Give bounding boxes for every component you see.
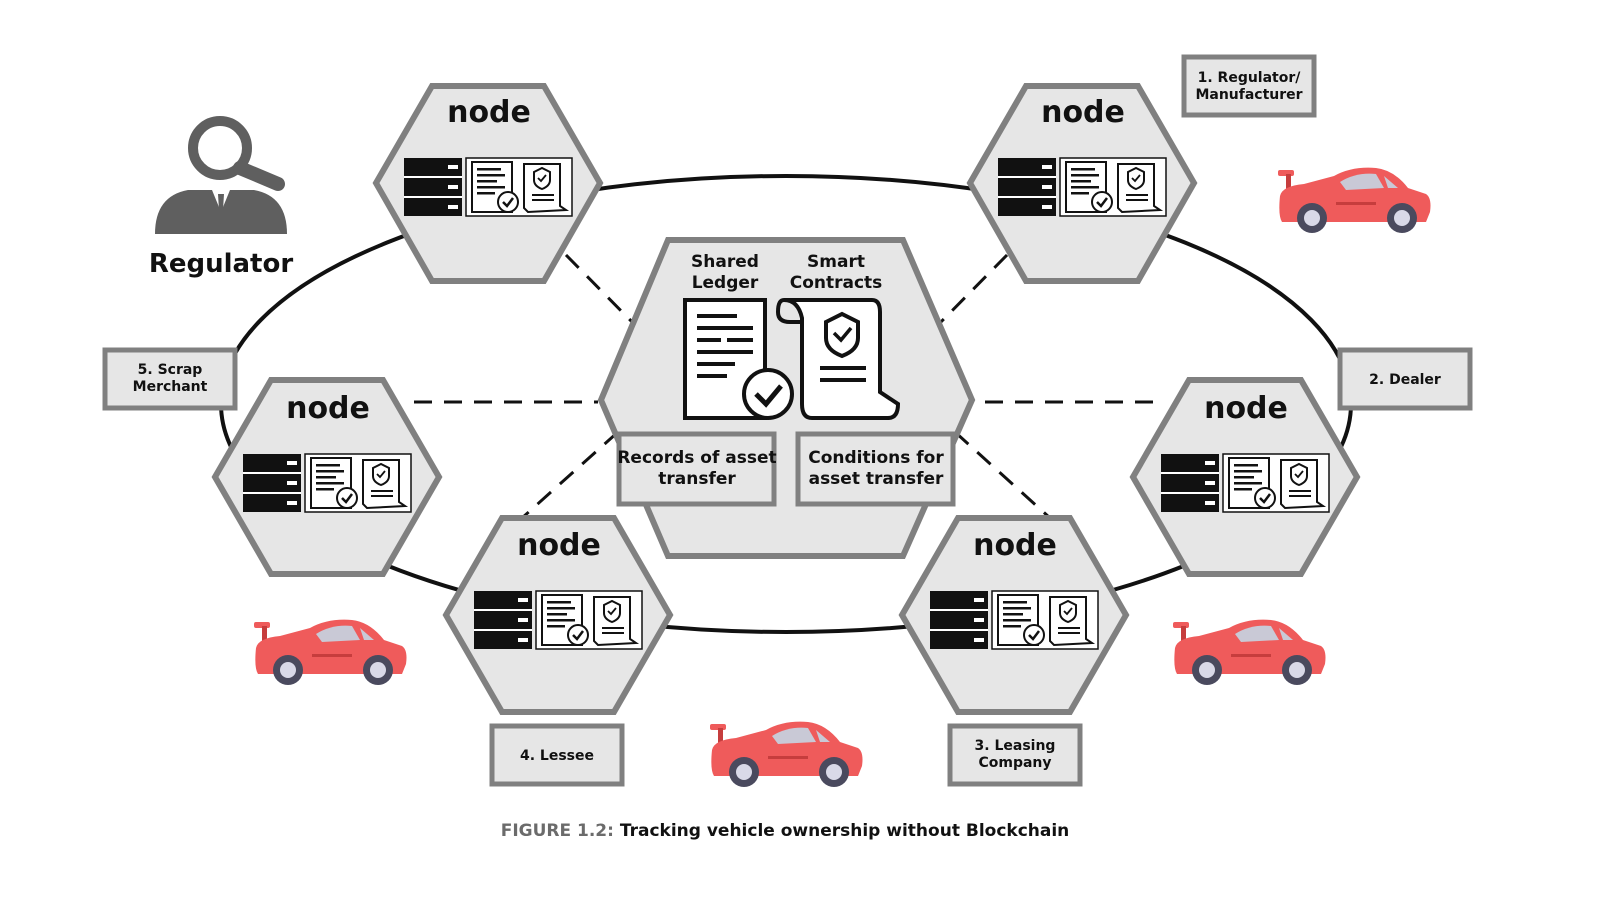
- node-mid-left: node: [211, 377, 443, 577]
- participant-label-scrap-merchant: 5. Scrap Merchant: [102, 347, 238, 411]
- ledger-document-icon: [534, 589, 644, 651]
- ledger-document-icon: [683, 298, 794, 420]
- server-icon: [243, 454, 301, 512]
- node-title: node: [517, 528, 601, 563]
- node-top-left: node: [372, 83, 604, 284]
- ledger-document-icon: [1221, 452, 1331, 514]
- participant-label-regulator-manufacturer: 1. Regulator/ Manufacturer: [1181, 54, 1317, 118]
- conditions-box-line2: asset transfer: [809, 469, 944, 489]
- ledger-document-icon: [1058, 156, 1168, 218]
- caption-prefix: FIGURE 1.2:: [501, 821, 614, 841]
- participant-label-leasing-company: 3. Leasing Company: [947, 723, 1083, 787]
- svg-text:5. Scrap: 5. Scrap: [138, 362, 203, 378]
- dashed-links: [414, 253, 1160, 520]
- ledger-document-icon: [303, 452, 413, 514]
- car-icon: [1173, 619, 1326, 685]
- node-bottom-right: node: [898, 515, 1130, 715]
- server-icon: [404, 158, 462, 216]
- shared-ledger-title-2: Ledger: [692, 273, 759, 293]
- regulator-label: Regulator: [149, 249, 294, 279]
- car-icon: [254, 619, 407, 685]
- participant-label-dealer: 2. Dealer: [1337, 347, 1473, 411]
- svg-text:1. Regulator/: 1. Regulator/: [1198, 70, 1302, 86]
- node-title: node: [1204, 391, 1288, 426]
- smart-contracts-title: Smart: [807, 252, 865, 272]
- node-title: node: [973, 528, 1057, 563]
- svg-text:4. Lessee: 4. Lessee: [520, 748, 594, 764]
- conditions-box: [795, 431, 956, 507]
- node-mid-right: node: [1129, 377, 1361, 577]
- records-box-line2: transfer: [658, 469, 736, 489]
- ledger-document-icon: [464, 156, 574, 218]
- node-title: node: [1041, 95, 1125, 130]
- magnifier-icon: [188, 116, 285, 191]
- server-icon: [998, 158, 1056, 216]
- node-title: node: [286, 391, 370, 426]
- server-icon: [474, 591, 532, 649]
- server-icon: [1161, 454, 1219, 512]
- svg-text:Company: Company: [978, 755, 1051, 771]
- server-icon: [930, 591, 988, 649]
- smart-contracts-title-2: Contracts: [790, 273, 883, 293]
- node-top-right: node: [966, 83, 1198, 284]
- car-icon: [1278, 167, 1431, 233]
- svg-text:3. Leasing: 3. Leasing: [975, 738, 1056, 754]
- node-title: node: [447, 95, 531, 130]
- caption-text: Tracking vehicle ownership without Block…: [614, 821, 1069, 841]
- svg-text:2. Dealer: 2. Dealer: [1369, 372, 1441, 388]
- figure-caption: FIGURE 1.2: Tracking vehicle ownership w…: [501, 821, 1070, 841]
- svg-text:Merchant: Merchant: [133, 379, 208, 395]
- ledger-document-icon: [990, 589, 1100, 651]
- car-icon: [710, 721, 863, 787]
- smart-contract-icon: [775, 298, 901, 420]
- conditions-box-line1: Conditions for: [808, 448, 944, 468]
- records-box: [616, 431, 777, 507]
- node-bottom-left: node: [442, 515, 674, 715]
- regulator-person-icon: [155, 116, 287, 234]
- records-box-line1: Records of asset: [617, 448, 776, 468]
- svg-text:Manufacturer: Manufacturer: [1195, 87, 1302, 103]
- participant-label-lessee: 4. Lessee: [489, 723, 625, 787]
- center-hub: Shared Ledger Smart Contracts Recor: [597, 237, 976, 559]
- shared-ledger-title: Shared: [691, 252, 759, 272]
